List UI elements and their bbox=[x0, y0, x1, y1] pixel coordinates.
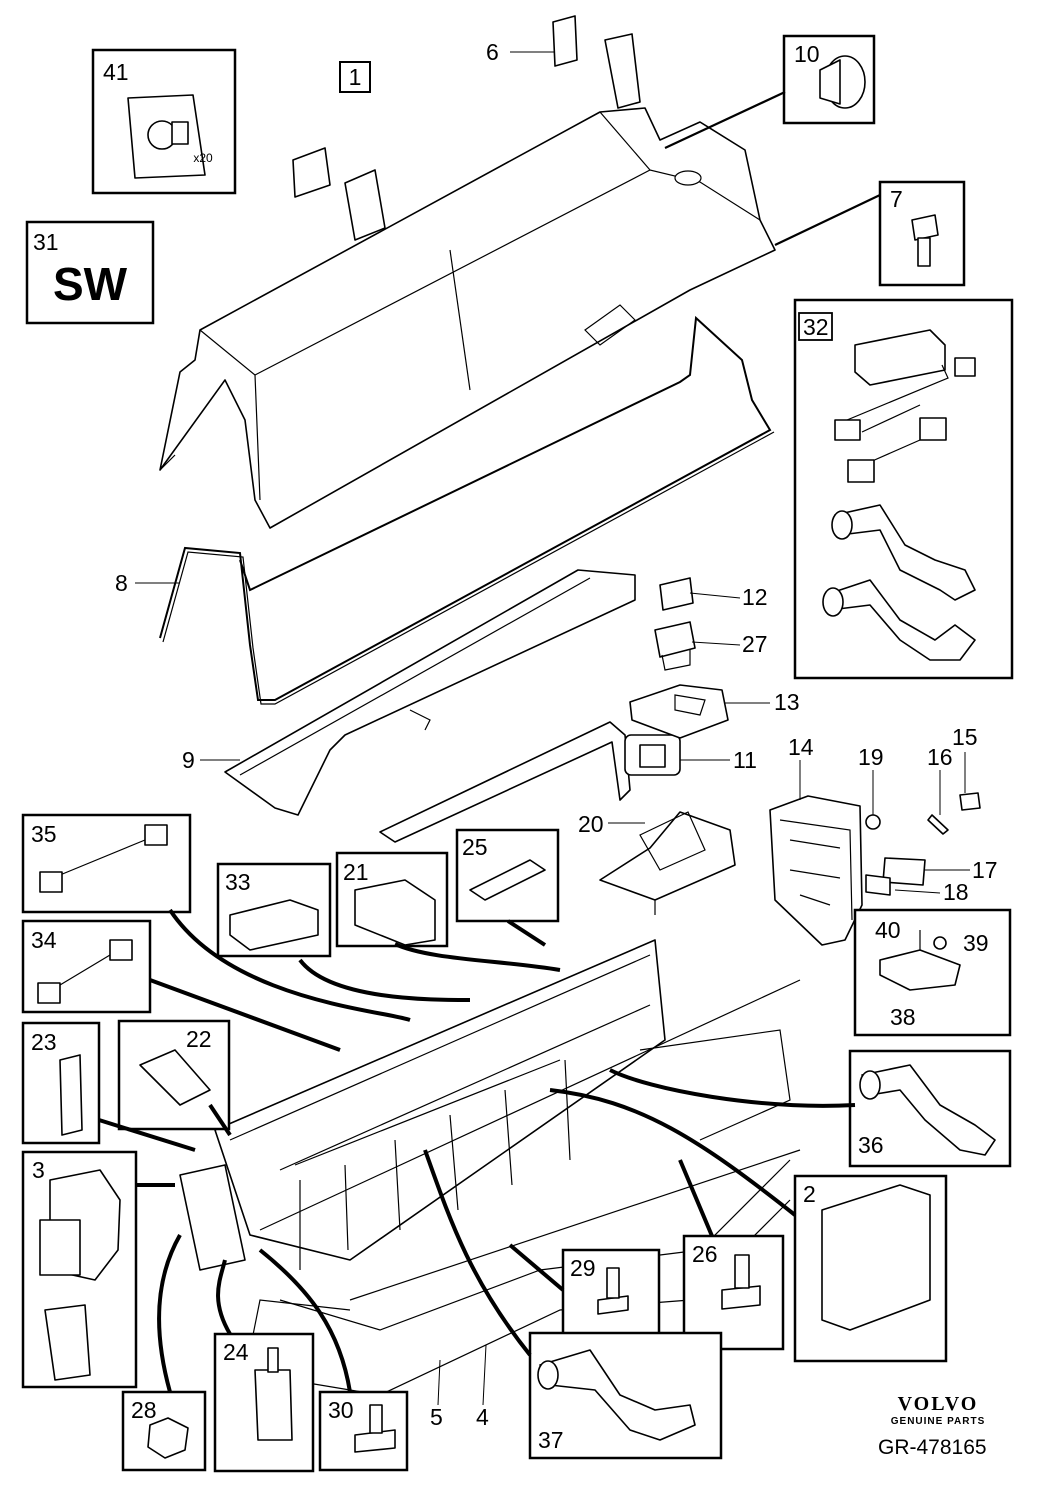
volvo-brand: VOLVO GENUINE PARTS bbox=[878, 1393, 998, 1427]
callout-12: 12 bbox=[742, 584, 768, 610]
box-26 bbox=[682, 1234, 785, 1351]
callout-18: 18 bbox=[943, 879, 969, 905]
callout-26: 26 bbox=[692, 1241, 718, 1267]
callout-15: 15 bbox=[952, 724, 978, 750]
gasket bbox=[159, 315, 775, 705]
callout-36: 36 bbox=[858, 1132, 884, 1158]
callout-35: 35 bbox=[31, 821, 57, 847]
callout-11: 11 bbox=[733, 747, 757, 773]
callout-30: 30 bbox=[328, 1397, 354, 1423]
box-30 bbox=[318, 1390, 409, 1472]
callout-22: 22 bbox=[186, 1026, 212, 1052]
callout-29: 29 bbox=[570, 1255, 596, 1281]
genuine-parts-tagline: GENUINE PARTS bbox=[890, 1416, 986, 1427]
relay-12 bbox=[659, 577, 694, 611]
quantity-note: x20 bbox=[193, 151, 213, 165]
callout-9: 9 bbox=[182, 747, 195, 773]
callout-37: 37 bbox=[538, 1427, 564, 1453]
callout-17: 17 bbox=[972, 857, 998, 883]
box-38-40 bbox=[853, 908, 1012, 1037]
callout-1: 1 bbox=[349, 64, 362, 90]
wiring-harness bbox=[379, 721, 681, 843]
callout-33: 33 bbox=[225, 869, 251, 895]
callout-41: 41 bbox=[103, 59, 129, 85]
callout-24: 24 bbox=[223, 1339, 249, 1365]
box-31 bbox=[25, 220, 155, 325]
box-2 bbox=[793, 1174, 948, 1363]
callout-2: 2 bbox=[803, 1181, 816, 1207]
box-34 bbox=[21, 919, 152, 1014]
callout-21: 21 bbox=[343, 859, 369, 885]
box-28 bbox=[121, 1390, 207, 1472]
callout-labels: 1 2 3 4 5 6 7 8 9 10 11 12 13 14 15 16 1… bbox=[31, 39, 998, 1453]
callout-34: 34 bbox=[31, 927, 57, 953]
cover-13 bbox=[629, 684, 729, 739]
box-23 bbox=[21, 1021, 101, 1145]
callout-27: 27 bbox=[742, 631, 768, 657]
callout-32: 32 bbox=[803, 314, 829, 340]
box-32 bbox=[793, 298, 1014, 680]
box-25 bbox=[455, 828, 560, 923]
callout-13: 13 bbox=[774, 689, 800, 715]
box-7 bbox=[878, 180, 966, 287]
box-41 bbox=[91, 48, 237, 195]
callout-28: 28 bbox=[131, 1397, 157, 1423]
box-24 bbox=[213, 1332, 315, 1473]
box-3 bbox=[21, 1150, 138, 1389]
callout-23: 23 bbox=[31, 1029, 57, 1055]
callout-39: 39 bbox=[963, 930, 989, 956]
battery-cover bbox=[159, 107, 776, 529]
connector-27 bbox=[654, 621, 696, 671]
box-36 bbox=[848, 1049, 1012, 1168]
callout-4: 4 bbox=[476, 1404, 489, 1430]
callout-25: 25 bbox=[462, 834, 488, 860]
sw-note: SW bbox=[53, 258, 128, 310]
callout-6: 6 bbox=[486, 39, 499, 65]
callout-16: 16 bbox=[927, 744, 953, 770]
box-22 bbox=[117, 1019, 231, 1131]
bracket-20 bbox=[599, 811, 736, 915]
callout-40: 40 bbox=[875, 917, 901, 943]
volvo-logo: VOLVO bbox=[897, 1393, 979, 1415]
callout-38: 38 bbox=[890, 1004, 916, 1030]
callout-5: 5 bbox=[430, 1404, 443, 1430]
battery-module-assembly bbox=[179, 939, 801, 1301]
callout-10: 10 bbox=[794, 41, 820, 67]
callout-31: 31 bbox=[33, 229, 59, 255]
diagram-reference: GR-478165 bbox=[878, 1436, 987, 1459]
callout-3: 3 bbox=[32, 1157, 45, 1183]
box-21 bbox=[335, 851, 449, 948]
callout-8: 8 bbox=[115, 570, 128, 596]
battery-tray bbox=[224, 569, 636, 816]
control-unit-14 bbox=[769, 795, 863, 946]
callout-7: 7 bbox=[890, 186, 903, 212]
box-37 bbox=[528, 1331, 723, 1460]
box-35 bbox=[21, 813, 192, 914]
box-33 bbox=[216, 862, 332, 958]
box-10 bbox=[782, 34, 876, 125]
callout-19: 19 bbox=[858, 744, 884, 770]
parts-15-16-17-18-19 bbox=[865, 792, 981, 896]
callout-14: 14 bbox=[788, 734, 814, 760]
leader-lines bbox=[98, 51, 970, 1406]
label-strips bbox=[292, 15, 641, 241]
callout-20: 20 bbox=[578, 811, 604, 837]
